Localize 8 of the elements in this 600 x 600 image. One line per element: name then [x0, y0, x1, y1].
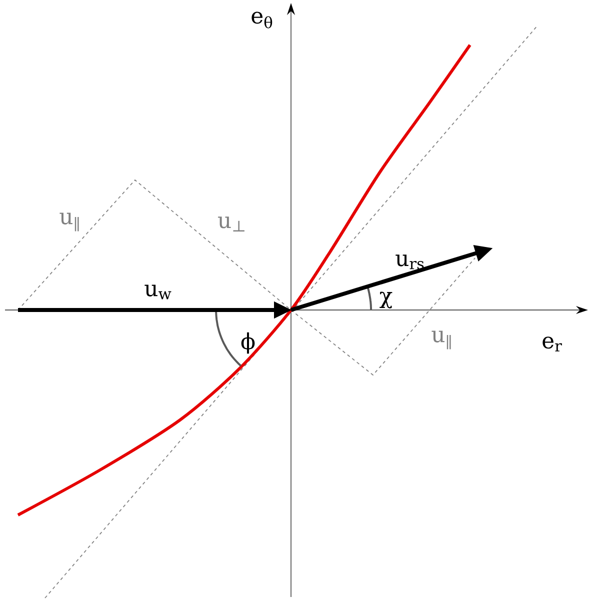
math-label: ϕ: [241, 332, 255, 354]
math-label: u$_{∥}$: [432, 330, 451, 350]
math-label: e$_{r}$: [542, 336, 562, 352]
math-label: χ: [380, 292, 392, 308]
math-label: u$_{⊥}$: [218, 216, 244, 232]
math-label: u$_{∥}$: [60, 212, 79, 232]
math-label: u$_{w}$: [144, 284, 172, 300]
math-label: e$_{θ}$: [252, 12, 272, 28]
